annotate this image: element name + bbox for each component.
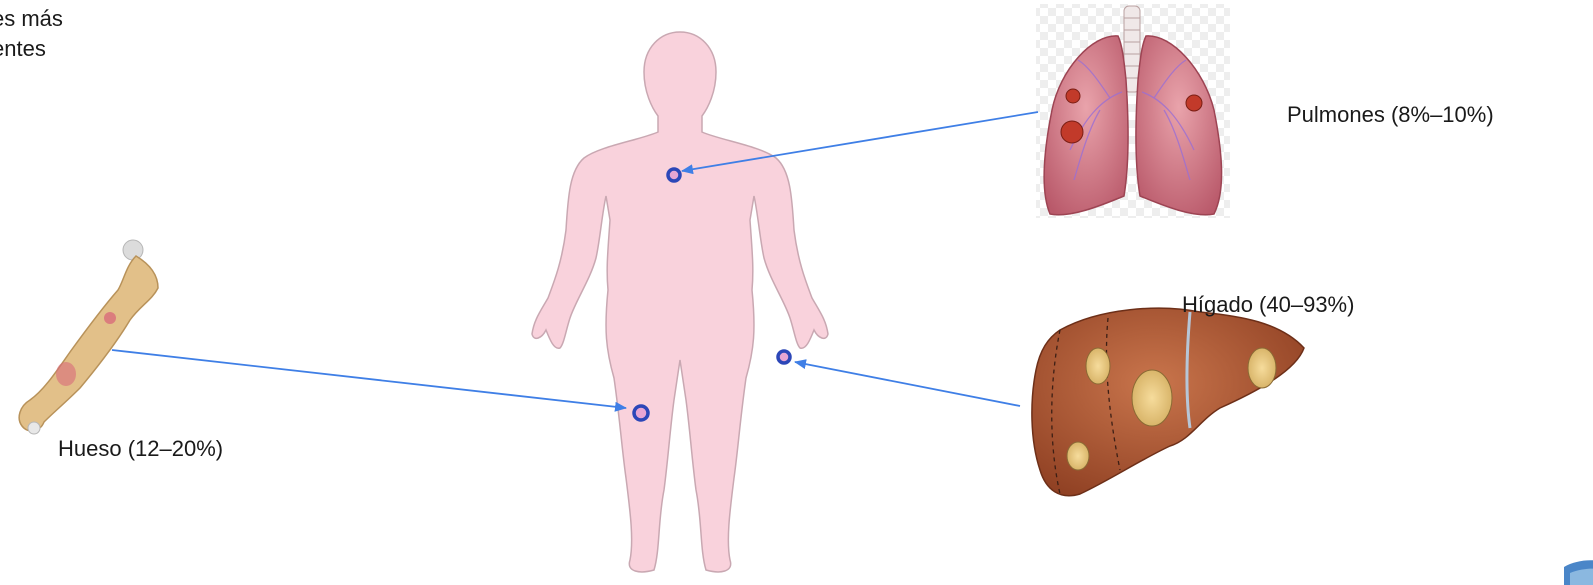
marker-hand xyxy=(778,351,790,363)
label-hueso: Hueso (12–20%) xyxy=(58,434,223,464)
arrow-liver xyxy=(795,362,1020,406)
marker-knee xyxy=(634,406,648,420)
marker-chest xyxy=(668,169,680,181)
label-pulmones: Pulmones (8%–10%) xyxy=(1287,100,1494,130)
arrow-lungs xyxy=(682,112,1038,171)
arrow-bone xyxy=(112,350,626,408)
body-outline xyxy=(532,32,828,572)
liver-illustration xyxy=(1032,308,1304,496)
bone-illustration xyxy=(19,240,158,434)
human-body-silhouette xyxy=(532,32,828,572)
corner-logo-icon xyxy=(1560,555,1593,585)
lungs-illustration xyxy=(1036,4,1230,218)
label-higado: Hígado (40–93%) xyxy=(1182,290,1354,320)
